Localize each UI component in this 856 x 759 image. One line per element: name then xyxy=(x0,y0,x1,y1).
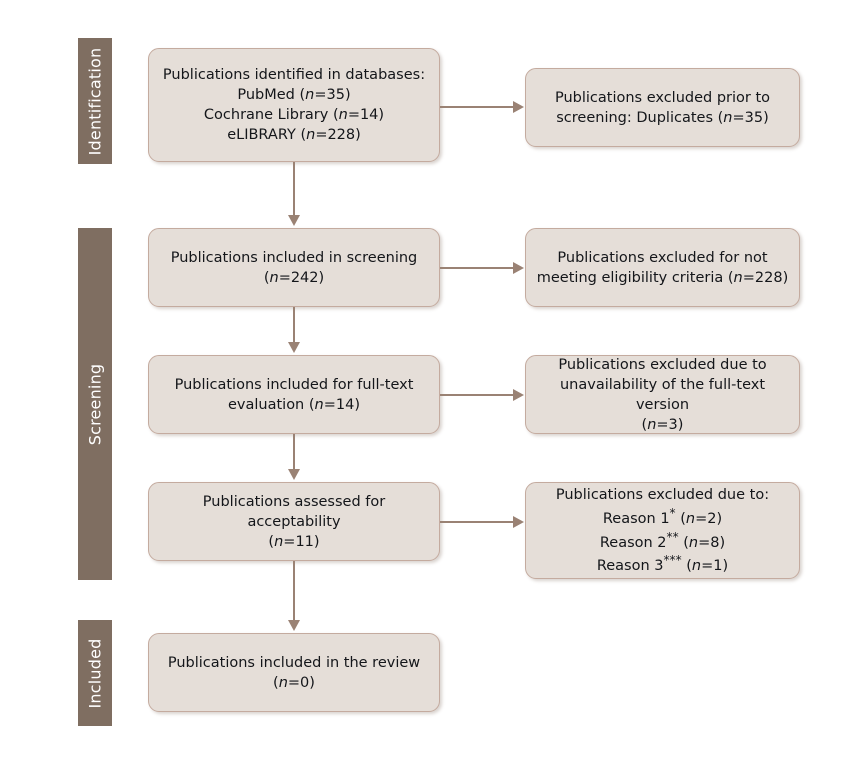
box-included-fulltext-evaluation: Publications included for full-text eval… xyxy=(148,355,440,434)
stage-band-screening-label: Screening xyxy=(85,363,105,445)
box-included-in-review-text: Publications included in the review (n=0… xyxy=(167,654,421,691)
box-assessed-for-acceptability-text: Publications assessed for acceptability … xyxy=(202,493,386,550)
arrowhead-to-excluded-reasons xyxy=(513,516,524,528)
connector-to-excluded-unavailable xyxy=(440,394,514,396)
box-included-in-review: Publications included in the review (n=0… xyxy=(148,633,440,712)
box-excluded-duplicates: Publications excluded prior to screening… xyxy=(525,68,800,147)
box-included-in-screening-text: Publications included in screening (n=24… xyxy=(170,249,418,286)
box-included-fulltext-evaluation-text: Publications included for full-text eval… xyxy=(174,376,414,413)
box-publications-identified: Publications identified in databases: Pu… xyxy=(148,48,440,162)
box-excluded-unavailable-fulltext-text: Publications excluded due to unavailabil… xyxy=(558,356,767,433)
connector-screening-to-fulltext xyxy=(293,307,295,344)
stage-band-included-label: Included xyxy=(85,638,105,708)
arrowhead-acceptability-to-review xyxy=(288,620,300,631)
arrowhead-identified-to-screening xyxy=(288,215,300,226)
connector-identified-to-screening xyxy=(293,162,295,217)
connector-to-excluded-reasons xyxy=(440,521,514,523)
stage-band-identification: Identification xyxy=(78,38,112,164)
box-excluded-reasons: Publications excluded due to: Reason 1* … xyxy=(525,482,800,579)
stage-band-identification-label: Identification xyxy=(85,47,105,155)
arrowhead-to-excluded-not-eligible xyxy=(513,262,524,274)
connector-to-excluded-duplicates xyxy=(440,106,514,108)
box-publications-identified-text: Publications identified in databases: Pu… xyxy=(162,67,426,143)
box-excluded-not-eligible: Publications excluded for not meeting el… xyxy=(525,228,800,307)
arrowhead-to-excluded-unavailable xyxy=(513,389,524,401)
connector-to-excluded-not-eligible xyxy=(440,267,514,269)
stage-band-screening: Screening xyxy=(78,228,112,580)
arrowhead-to-excluded-duplicates xyxy=(513,101,524,113)
box-excluded-not-eligible-text: Publications excluded for not meeting el… xyxy=(536,249,789,286)
box-assessed-for-acceptability: Publications assessed for acceptability … xyxy=(148,482,440,561)
arrowhead-fulltext-to-acceptability xyxy=(288,469,300,480)
box-excluded-reasons-text: Publications excluded due to: Reason 1* … xyxy=(555,486,770,575)
box-excluded-duplicates-text: Publications excluded prior to screening… xyxy=(554,89,771,126)
box-excluded-unavailable-fulltext: Publications excluded due to unavailabil… xyxy=(525,355,800,434)
connector-fulltext-to-acceptability xyxy=(293,434,295,471)
connector-acceptability-to-review xyxy=(293,561,295,622)
arrowhead-screening-to-fulltext xyxy=(288,342,300,353)
box-included-in-screening: Publications included in screening (n=24… xyxy=(148,228,440,307)
stage-band-included: Included xyxy=(78,620,112,726)
